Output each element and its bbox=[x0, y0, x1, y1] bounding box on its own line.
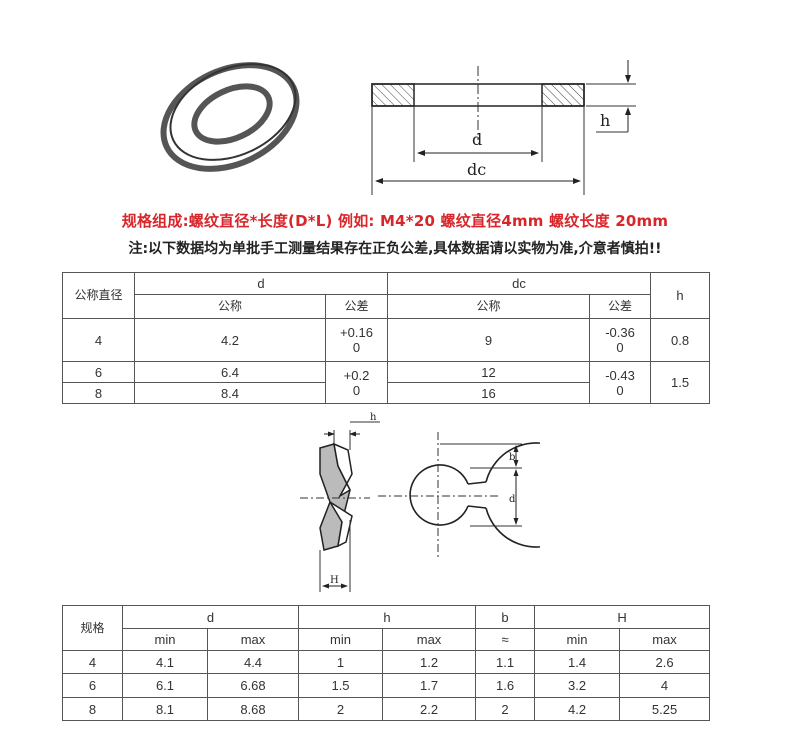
tol-lower: 0 bbox=[352, 340, 361, 355]
label-h: h bbox=[600, 111, 610, 130]
subheader-dc-nominal: 公称 bbox=[387, 294, 591, 319]
cell-h-min: 1 bbox=[298, 650, 384, 674]
cell-size: 4 bbox=[62, 318, 135, 362]
spec-format-text: 规格组成:螺纹直径*长度(D*L) 例如: M4*20 螺纹直径4mm 螺纹长度… bbox=[121, 212, 669, 230]
label-h: h bbox=[370, 412, 377, 423]
cell-dc: 16 bbox=[387, 382, 591, 404]
cell-dc-tolerance: -0.36 0 bbox=[589, 318, 652, 362]
table-row: 6 6.1 6.68 1.5 1.7 1.6 3.2 4 bbox=[62, 673, 711, 698]
flat-washer-diagram: d dc h bbox=[160, 60, 636, 195]
cell-d-min: 6.1 bbox=[122, 673, 208, 698]
cell-h-min: 2 bbox=[298, 697, 384, 721]
tol-lower: 0 bbox=[352, 382, 361, 398]
label-b: b bbox=[509, 452, 515, 463]
cell-dc-tolerance: -0.43 0 bbox=[589, 361, 652, 404]
cell-size: 8 bbox=[62, 697, 123, 721]
cell-H-min: 3.2 bbox=[534, 673, 621, 698]
measurement-note: 注:以下数据均为单批手工测量结果存在正负公差,具体数据请以实物为准,介意者慎拍!… bbox=[128, 241, 662, 257]
cell-h: 0.8 bbox=[650, 318, 711, 362]
cell-h-max: 1.7 bbox=[382, 673, 477, 698]
header-h: h bbox=[650, 272, 711, 319]
cell-size: 6 bbox=[62, 673, 123, 698]
cell-size: 8 bbox=[62, 382, 135, 404]
cell-h-max: 1.2 bbox=[382, 650, 477, 674]
header-dc: dc bbox=[387, 272, 652, 295]
cell-d-tolerance: +0.16 0 bbox=[324, 318, 389, 362]
cell-size: 4 bbox=[62, 650, 123, 674]
label-H: H bbox=[330, 575, 339, 586]
label-dc: dc bbox=[467, 160, 486, 179]
table-row: 6 6.4 +0.2 0 12 -0.43 0 1.5 bbox=[62, 361, 711, 404]
cell-d-tolerance: +0.2 0 bbox=[324, 361, 389, 404]
label-d: d bbox=[509, 494, 516, 505]
subheader-max: max bbox=[206, 628, 300, 651]
cell-d: 6.4 bbox=[134, 361, 326, 383]
cell-d-min: 4.1 bbox=[122, 650, 208, 674]
table-row: 4 4.1 4.4 1 1.2 1.1 1.4 2.6 bbox=[62, 650, 711, 674]
cell-h-max: 2.2 bbox=[382, 697, 477, 721]
subheader-d-nominal: 公称 bbox=[134, 294, 326, 319]
cell-dc: 9 bbox=[387, 318, 591, 362]
subheader-d-tolerance: 公差 bbox=[324, 294, 389, 319]
spring-washer-table: 规格 d h b H min max min max ≈ min max 4 4… bbox=[62, 605, 711, 721]
header-nominal-diameter: 公称直径 bbox=[62, 272, 135, 319]
cell-d: 8.4 bbox=[134, 382, 326, 404]
cell-H-min: 1.4 bbox=[534, 650, 621, 674]
cell-H-max: 2.6 bbox=[619, 650, 711, 674]
tol-upper: -0.43 bbox=[605, 367, 635, 383]
label-d: d bbox=[472, 130, 482, 149]
washer-section-drawing bbox=[371, 60, 636, 195]
subheader-max: max bbox=[619, 628, 711, 651]
cell-H-max: 4 bbox=[619, 673, 711, 698]
header-H: H bbox=[534, 605, 711, 629]
tol-upper: +0.2 bbox=[343, 367, 370, 383]
cell-d: 4.2 bbox=[134, 318, 326, 362]
spring-washer-side-view bbox=[300, 442, 370, 551]
cell-b: 1.6 bbox=[475, 673, 536, 698]
cell-H-min: 4.2 bbox=[534, 697, 621, 721]
tol-lower: 0 bbox=[616, 382, 624, 398]
tol-upper: +0.16 bbox=[340, 325, 373, 340]
header-b: b bbox=[475, 605, 536, 629]
subheader-min: min bbox=[298, 628, 384, 651]
table-row: 8 8.1 8.68 2 2.2 2 4.2 5.25 bbox=[62, 697, 711, 721]
header-d: d bbox=[133, 272, 389, 295]
cell-d-min: 8.1 bbox=[122, 697, 208, 721]
tol-lower: 0 bbox=[616, 340, 624, 355]
subheader-min: min bbox=[122, 628, 208, 651]
table-row: 8 8.4 16 bbox=[62, 382, 710, 404]
cell-h-min: 1.5 bbox=[298, 673, 384, 698]
cell-b: 2 bbox=[475, 697, 536, 721]
subheader-dc-tolerance: 公差 bbox=[589, 294, 652, 319]
cell-h: 1.5 bbox=[650, 361, 711, 404]
table-row: 4 4.2 +0.16 0 9 -0.36 0 0.8 bbox=[62, 318, 711, 362]
cell-H-max: 5.25 bbox=[619, 697, 711, 721]
flat-washer-table: 公称直径 d dc h 公称 公差 公称 公差 4 4.2 +0.16 0 9 … bbox=[62, 272, 711, 404]
cell-dc: 12 bbox=[387, 361, 591, 383]
tol-upper: -0.36 bbox=[605, 325, 635, 340]
spring-washer-diagram: h b d H bbox=[300, 412, 540, 592]
cell-b: 1.1 bbox=[475, 650, 536, 674]
subheader-max: max bbox=[382, 628, 477, 651]
header-h: h bbox=[298, 605, 477, 629]
subheader-min: min bbox=[534, 628, 621, 651]
header-d: d bbox=[121, 605, 300, 629]
header-spec: 规格 bbox=[62, 605, 123, 651]
cell-d-max: 6.68 bbox=[206, 673, 300, 698]
cell-size: 6 bbox=[62, 361, 135, 383]
washer-perspective-drawing bbox=[160, 62, 300, 172]
cell-d-max: 8.68 bbox=[206, 697, 300, 721]
cell-d-max: 4.4 bbox=[206, 650, 300, 674]
subheader-approx: ≈ bbox=[475, 628, 536, 651]
